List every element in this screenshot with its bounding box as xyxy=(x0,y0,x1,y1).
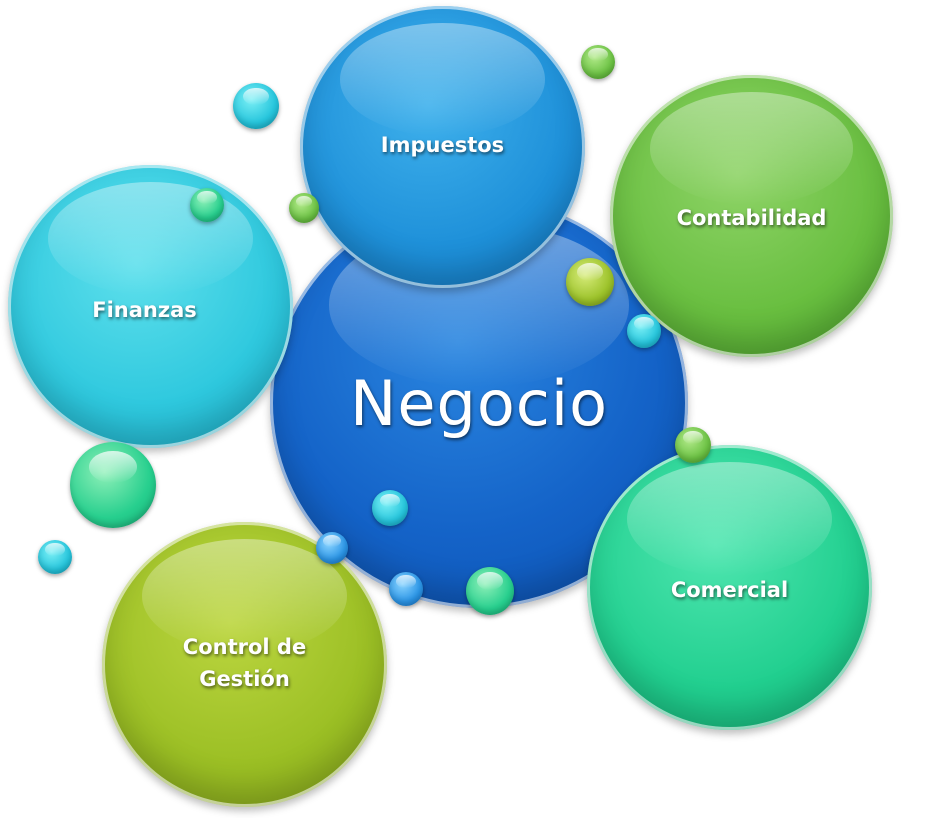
decorative-sphere xyxy=(372,490,408,526)
decorative-sphere xyxy=(233,83,279,129)
bubble-label-comercial: Comercial xyxy=(670,578,789,602)
bubble-comercial: Comercial xyxy=(587,445,872,730)
decorative-sphere xyxy=(316,532,348,564)
bubble-label-contabilidad: Contabilidad xyxy=(676,206,827,230)
decorative-sphere xyxy=(581,45,615,79)
decorative-sphere xyxy=(466,567,514,615)
bubble-contabilidad: Contabilidad xyxy=(610,75,893,357)
bubble-label-line-1: Control de xyxy=(182,635,307,659)
bubble-control-de-gestion: Control de Gestión xyxy=(102,522,387,807)
bubble-label-impuestos: Impuestos xyxy=(380,133,505,157)
decorative-sphere xyxy=(38,540,72,574)
bubble-finanzas: Finanzas xyxy=(8,165,293,448)
decorative-sphere xyxy=(70,442,156,528)
bubble-impuestos: Impuestos xyxy=(300,6,585,288)
decorative-sphere xyxy=(289,193,319,223)
decorative-sphere xyxy=(675,427,711,463)
decorative-sphere xyxy=(190,188,224,222)
decorative-sphere xyxy=(627,314,661,348)
bubble-label-finanzas: Finanzas xyxy=(92,298,197,322)
bubble-label-line-2: Gestión xyxy=(199,666,290,691)
center-label: Negocio xyxy=(349,366,609,440)
decorative-sphere xyxy=(566,258,614,306)
decorative-sphere xyxy=(389,572,423,606)
bubble-label-control-de-gestion: Control de Gestión xyxy=(183,632,306,695)
